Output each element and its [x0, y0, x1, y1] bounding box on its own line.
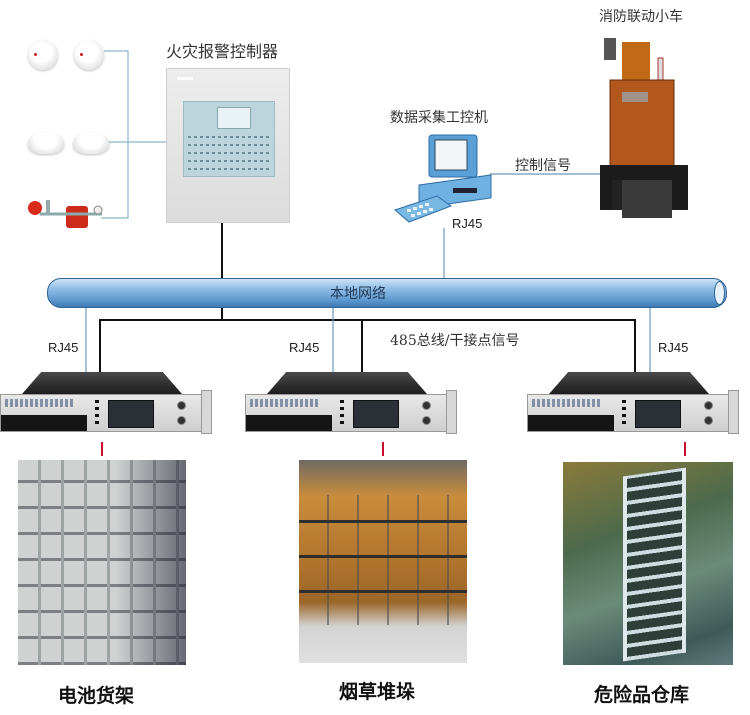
panel-display-area — [183, 101, 275, 177]
rj45-label-2: RJ45 — [289, 340, 320, 355]
alarm-valve-icon — [28, 200, 103, 228]
local-network-label: 本地网络 — [330, 286, 386, 302]
fire-linkage-vehicle — [600, 38, 688, 218]
site-link-2 — [382, 442, 384, 456]
bus-485-wire-right — [361, 319, 636, 372]
site-link-3 — [684, 442, 686, 456]
smoke-detector-icon — [74, 40, 104, 70]
tobacco-stack-photo — [299, 460, 467, 663]
bus-485-label: 485总线/干接点信号 — [390, 333, 520, 349]
panel-logo — [177, 77, 193, 80]
site-caption-3: 危险品仓库 — [594, 684, 690, 706]
rack-device-icon — [245, 372, 457, 434]
rj45-label-1: RJ45 — [48, 340, 79, 355]
heat-detector-icon — [28, 132, 64, 154]
site-link-1 — [101, 442, 103, 456]
site-caption-2: 烟草堆垛 — [339, 681, 416, 703]
data-acquisition-pc-label: 数据采集工控机 — [390, 110, 488, 126]
pipe-end — [714, 281, 725, 305]
pc-rj45-label: RJ45 — [452, 216, 483, 231]
hazardous-warehouse-photo — [563, 462, 733, 665]
detector-wire — [101, 50, 129, 219]
fire-alarm-controller-label: 火灾报警控制器 — [166, 42, 279, 61]
battery-rack-photo — [18, 460, 186, 665]
site-caption-1: 电池货架 — [58, 685, 135, 707]
bus-485-wire — [99, 319, 442, 372]
control-signal-label: 控制信号 — [515, 158, 571, 174]
smoke-detector-icon — [28, 40, 58, 70]
fire-alarm-controller — [166, 68, 290, 223]
local-network-bus — [47, 278, 727, 308]
desktop-computer-icon — [394, 134, 492, 223]
rack-device-icon — [0, 372, 212, 434]
panel-screen — [217, 107, 251, 129]
fire-linkage-vehicle-label: 消防联动小车 — [599, 9, 683, 25]
rj45-label-3: RJ45 — [658, 340, 689, 355]
heat-detector-icon — [73, 132, 109, 154]
rack-device-icon — [527, 372, 739, 434]
